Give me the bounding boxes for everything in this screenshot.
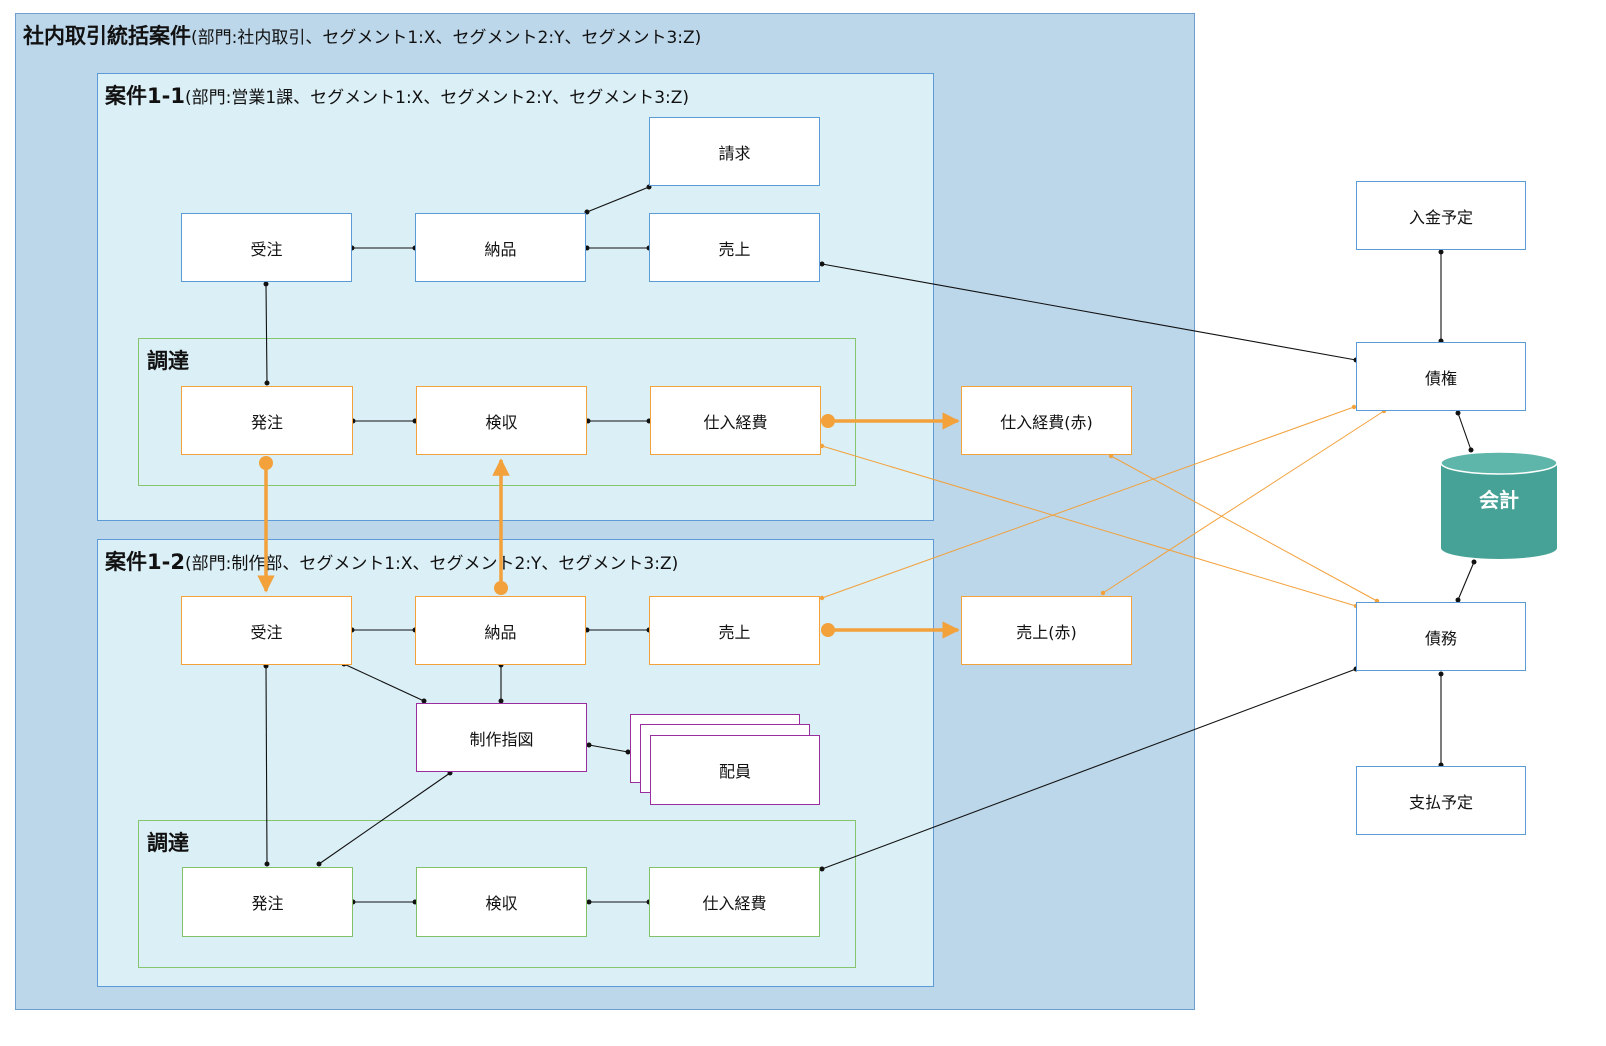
receipt-plan-box[interactable]: 入金予定 (1356, 181, 1526, 250)
payable-box[interactable]: 債務 (1356, 602, 1526, 671)
case-1-2-title: 案件1-2(部門:制作部、セグメント1:X、セグメント2:Y、セグメント3:Z) (105, 546, 678, 576)
black-connectors (265, 186, 1475, 903)
case-1-1-title-main: 案件1-1 (105, 84, 185, 108)
receivable-box[interactable]: 債権 (1356, 342, 1526, 411)
c2-purchase-order-box[interactable]: 発注 (182, 867, 353, 937)
case-1-1-procurement-title: 調達 (147, 349, 189, 373)
accounting-label[interactable]: 会計 (1479, 488, 1519, 512)
conn-c2-sales-receivable (821, 406, 1355, 599)
black-endpoints (263, 184, 1477, 905)
c2-order-box[interactable]: 受注 (181, 596, 352, 665)
conn-receivable-accounting (1457, 412, 1472, 451)
c2-delivery-box[interactable]: 納品 (415, 596, 586, 665)
payment-plan-box[interactable]: 支払予定 (1356, 766, 1526, 835)
conn-c1-sales-receivable (821, 263, 1357, 361)
orange-thick-starts (259, 414, 835, 637)
c1-purchase-expense-box[interactable]: 仕入経費 (650, 386, 821, 455)
database-icon (1440, 451, 1558, 559)
c1-inspection-box[interactable]: 検収 (416, 386, 587, 455)
case-1-2-title-main: 案件1-2 (105, 550, 185, 574)
conn-c2-expense-payable (821, 668, 1357, 870)
case-1-1-title: 案件1-1(部門:営業1課、セグメント1:X、セグメント2:Y、セグメント3:Z… (105, 80, 689, 110)
conn-c1-delivery-invoice (586, 186, 650, 213)
c2-purchase-expense-box[interactable]: 仕入経費 (649, 867, 820, 937)
c2-inspection-box[interactable]: 検収 (416, 867, 587, 937)
c2-red-sales-box[interactable]: 売上(赤) (961, 596, 1132, 665)
c1-delivery-box[interactable]: 納品 (415, 213, 586, 282)
c1-order-box[interactable]: 受注 (181, 213, 352, 282)
case-1-2-title-sub: (部門:制作部、セグメント1:X、セグメント2:Y、セグメント3:Z) (184, 554, 679, 574)
internal-trade-title: 社内取引統括案件(部門:社内取引、セグメント1:X、セグメント2:Y、セグメント… (23, 20, 701, 50)
c2-production-order-box[interactable]: 制作指図 (416, 703, 587, 772)
orange-thin-connectors (821, 406, 1385, 607)
c2-staffing-box[interactable]: 配員 (650, 735, 820, 805)
conn-c2-redsales-receivable (1102, 410, 1385, 594)
c1-purchase-order-box[interactable]: 発注 (181, 386, 353, 455)
case-1-1-title-sub: (部門:営業1課、セグメント1:X、セグメント2:Y、セグメント3:Z) (184, 88, 690, 108)
conn-c1-order-po (265, 283, 268, 384)
c1-red-purchase-expense-box[interactable]: 仕入経費(赤) (961, 386, 1132, 455)
conn-c2-order-po (265, 665, 268, 865)
conn-c2-order-production (343, 663, 425, 702)
c1-sales-box[interactable]: 売上 (649, 213, 820, 282)
orange-thick-arrows (257, 412, 960, 639)
conn-production-po (318, 772, 451, 865)
c2-sales-box[interactable]: 売上 (649, 596, 820, 665)
conn-accounting-payable (1457, 561, 1475, 601)
internal-trade-title-main: 社内取引統括案件 (23, 24, 191, 48)
case-1-2-procurement-title: 調達 (147, 831, 189, 855)
internal-trade-title-sub: (部門:社内取引、セグメント1:X、セグメント2:Y、セグメント3:Z) (191, 28, 702, 48)
conn-c1-redexpense-payable (1110, 455, 1378, 602)
conn-production-staffing (588, 744, 629, 753)
conn-c1-expense-payable (821, 445, 1357, 607)
c1-invoice-box[interactable]: 請求 (649, 117, 820, 186)
